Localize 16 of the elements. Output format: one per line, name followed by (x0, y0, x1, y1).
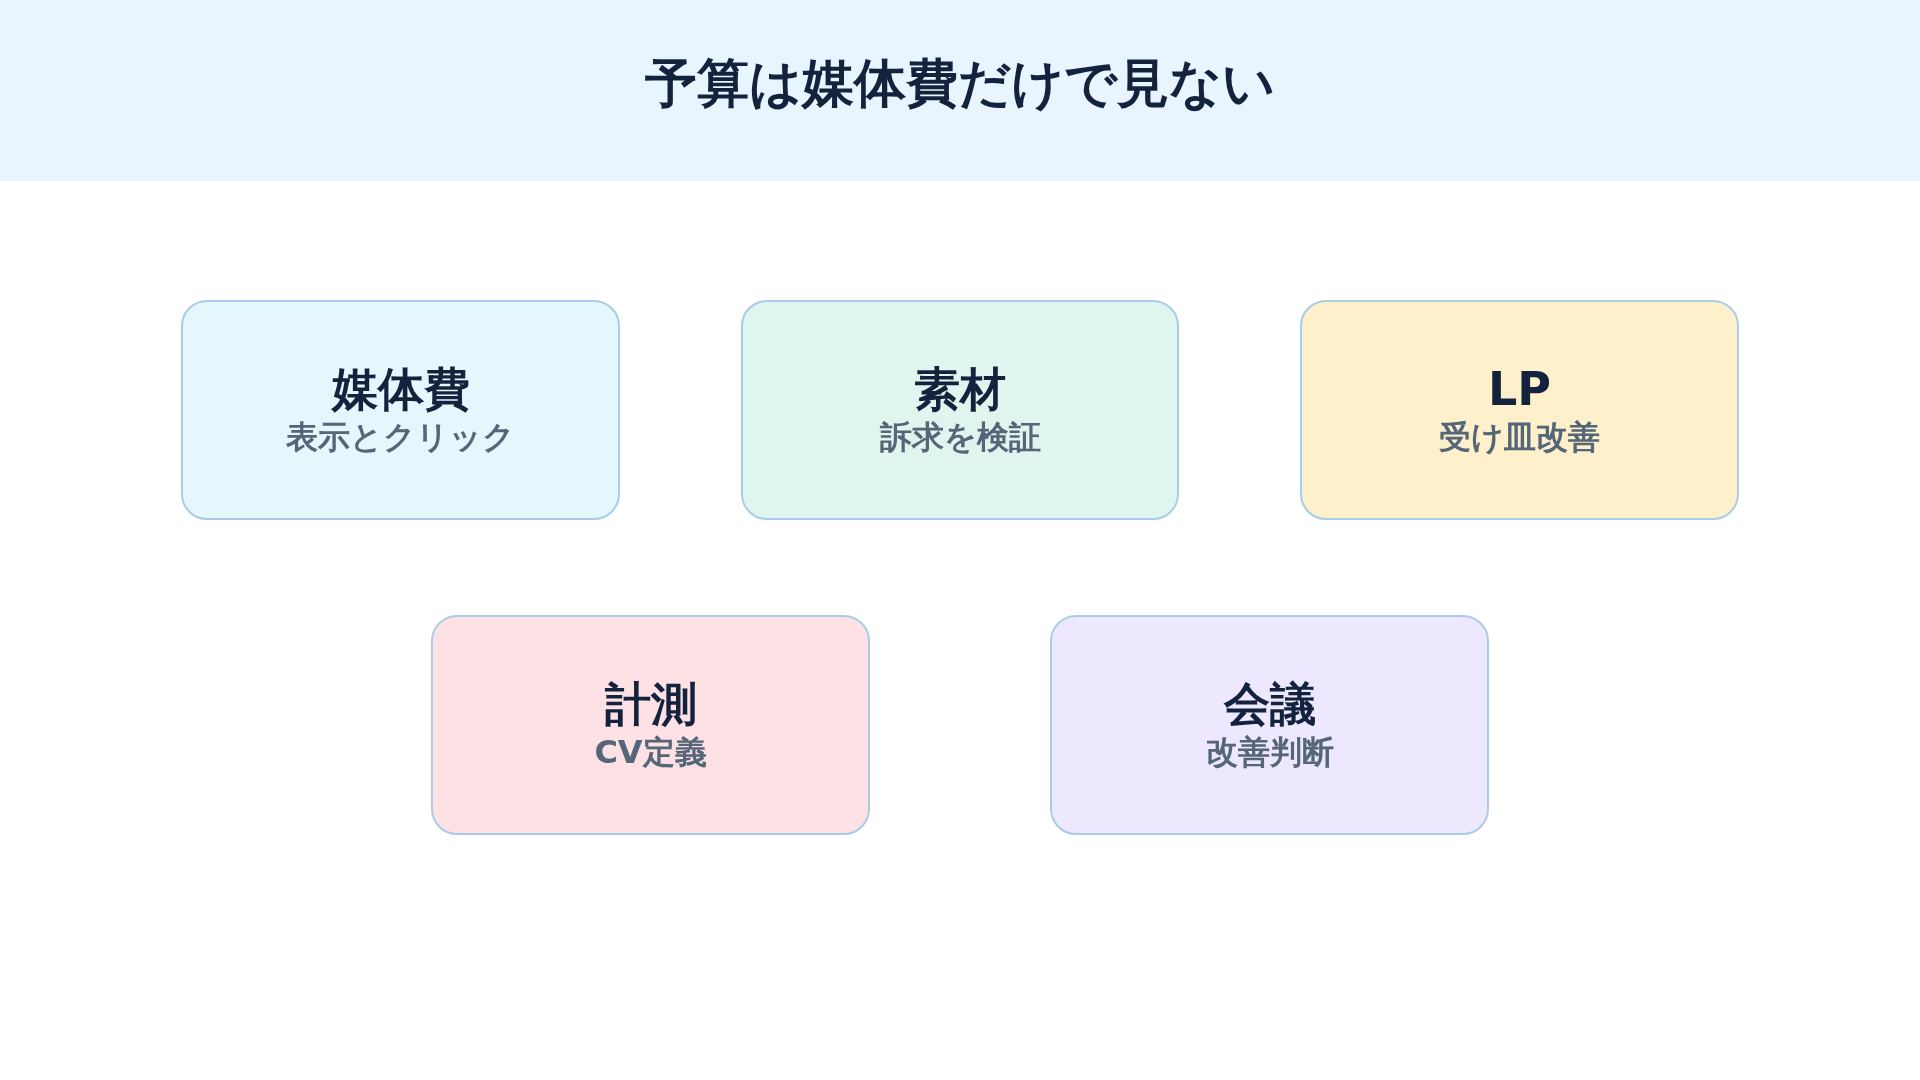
card-subtext: 改善判断 (1205, 732, 1334, 773)
card-heading: 媒体費 (331, 362, 470, 416)
card-heading: 計測 (604, 677, 697, 731)
card-heading: 素材 (914, 362, 1006, 416)
card-subtext: 訴求を検証 (879, 417, 1041, 458)
rounded-card (181, 300, 620, 520)
rounded-card (741, 300, 1179, 520)
card-subtext: 受け皿改善 (1439, 417, 1600, 458)
card-heading: 会議 (1223, 677, 1316, 731)
card-subtext: 表示とクリック (286, 417, 515, 458)
rounded-card (431, 615, 870, 835)
rounded-card (1300, 300, 1739, 520)
rounded-card (1050, 615, 1489, 835)
card-subtext: CV定義 (594, 732, 707, 773)
title: 予算は媒体費だけで見ない (645, 52, 1275, 115)
card-heading: LP (1488, 362, 1551, 416)
